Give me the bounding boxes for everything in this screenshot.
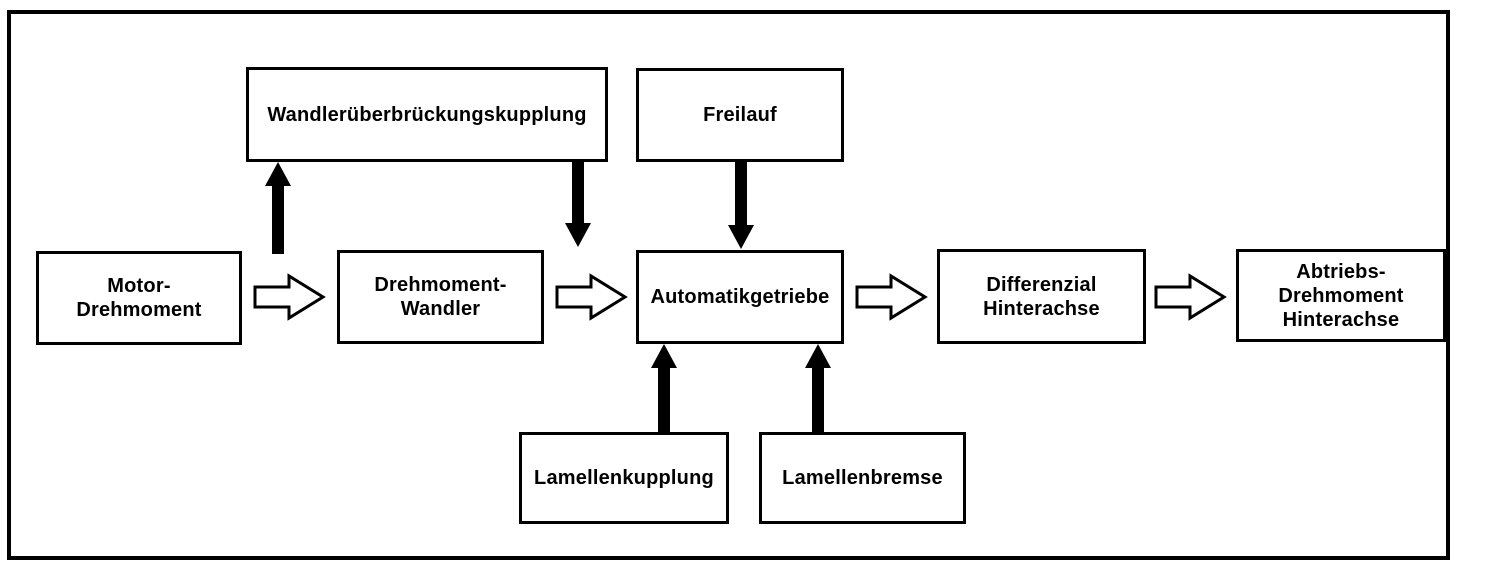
solid-down-arrow-from-wandlerkupplung-icon: [565, 162, 591, 247]
diagram-frame: Wandlerüberbrückungskupplung Freilauf Mo…: [7, 10, 1450, 560]
node-differenzial-hinterachse: Differenzial Hinterachse: [937, 249, 1146, 344]
node-automatikgetriebe: Automatikgetriebe: [636, 250, 844, 344]
flow-arrow-motor-to-wandler-icon: [253, 273, 326, 321]
node-lamellenkupplung: Lamellenkupplung: [519, 432, 729, 524]
node-abtriebs-drehmoment-hinterachse: Abtriebs- Drehmoment Hinterachse: [1236, 249, 1446, 342]
node-freilauf: Freilauf: [636, 68, 844, 162]
node-drehmoment-wandler: Drehmoment- Wandler: [337, 250, 544, 344]
solid-up-arrow-from-lamellenkupplung-icon: [651, 344, 677, 432]
solid-up-arrow-to-wandlerkupplung-icon: [265, 162, 291, 254]
solid-down-arrow-from-freilauf-icon: [728, 162, 754, 249]
solid-up-arrow-from-lamellenbremse-icon: [805, 344, 831, 432]
node-wandlerueberbrueckungskupplung: Wandlerüberbrückungskupplung: [246, 67, 608, 162]
flow-arrow-wandler-to-getriebe-icon: [555, 273, 628, 321]
node-motor-drehmoment: Motor- Drehmoment: [36, 251, 242, 345]
flow-arrow-getriebe-to-differenzial-icon: [855, 273, 928, 321]
flow-arrow-differenzial-to-abtrieb-icon: [1154, 273, 1227, 321]
node-lamellenbremse: Lamellenbremse: [759, 432, 966, 524]
